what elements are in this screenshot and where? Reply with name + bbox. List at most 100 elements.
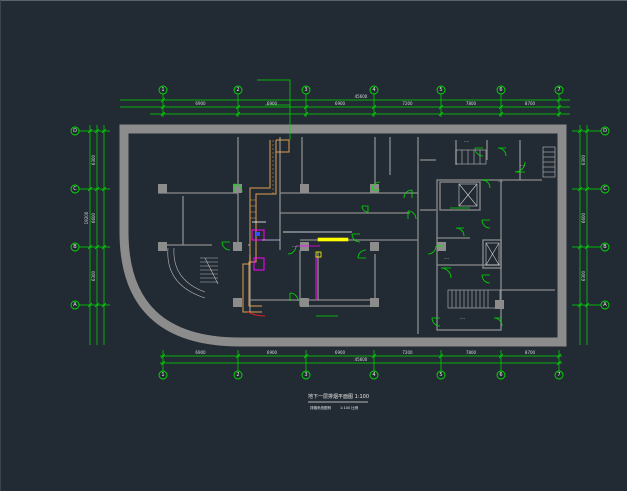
axis-bottom-4-label: 4 [372,372,375,378]
axis-left-A-circle [70,300,80,310]
stair-icon [167,146,556,309]
dim-tick [160,353,166,359]
dim-tick [577,186,583,192]
dim-tick [556,360,562,366]
dim-tick [101,244,107,250]
structural-columns [158,184,504,309]
dim-tick [101,302,107,308]
dim-tick [556,353,562,359]
axis-left-B-label: B [73,244,77,250]
dim-overall-left: 19200 [84,211,89,224]
dim-top-seg: 8700 [525,101,536,106]
dim-top-seg: 6900 [195,101,206,106]
axis-top-6-circle [496,85,506,95]
drawing-title: 地下一层排烟平面图 1:100 [308,393,369,400]
dim-tick [235,104,241,110]
axis-bottom-3-label: 3 [304,372,307,378]
axis-top-3-label: 3 [304,87,307,93]
axis-top-1-label: 1 [161,87,164,93]
axis-right-D-circle [600,126,610,136]
svg-text:····: ···· [520,163,525,168]
dim-top-seg: 7800 [466,101,477,106]
dim-tick [556,97,562,103]
dim-bottom-seg: 7800 [466,350,477,355]
dim-tick [438,111,444,117]
dim-tick [87,128,93,134]
dim-left-seg: 6600 [91,212,96,223]
axis-left-A-label: A [73,302,77,308]
axis-top-4-label: 4 [372,87,375,93]
dim-tick [160,104,166,110]
exterior-wall [119,124,567,347]
dim-tick [584,302,590,308]
axis-bottom-1-circle [158,370,168,380]
interior-walls [158,137,555,334]
dim-tick [87,244,93,250]
axis-left-C-circle [70,184,80,194]
axis-bottom-1-label: 1 [161,372,164,378]
axis-top-2-label: 2 [236,87,239,93]
dim-tick [584,244,590,250]
axis-bottom-7-circle [554,370,564,380]
svg-text:····: ···· [498,179,503,184]
dim-top-seg: 6900 [267,101,278,106]
dim-tick [101,186,107,192]
dim-tick [498,353,504,359]
dim-tick [438,353,444,359]
room-labels: ···· ···· ···· ···· ···· ···· [292,139,525,321]
dim-overall-top: 45600 [355,94,368,99]
dim-tick [498,111,504,117]
dim-right-seg: 6600 [581,212,586,223]
axis-bottom-6-label: 6 [499,372,502,378]
dim-tick [371,111,377,117]
axis-top-4-circle [369,85,379,95]
axis-top-7-circle [554,85,564,95]
axis-right-B-label: B [603,244,607,250]
axis-top-6-label: 6 [499,87,502,93]
dim-tick [94,128,100,134]
dim-left-seg: 6300 [91,270,96,281]
elevator-icon [458,183,500,266]
axis-bottom-5-circle [436,370,446,380]
dim-tick [94,244,100,250]
dim-bottom-seg: 6900 [267,350,278,355]
dimension-texts: 45600 6900 6900 6900 7200 7800 8700 6900 6900 690… [84,94,586,362]
dim-tick [577,128,583,134]
dim-tick [438,104,444,110]
dim-tick [160,360,166,366]
svg-text:····: ···· [292,244,297,249]
dim-tick [556,104,562,110]
dim-tick [101,128,107,134]
dim-tick [371,353,377,359]
dim-bottom-seg: 6900 [195,350,206,355]
axis-right-A-label: A [603,302,607,308]
dim-bottom-seg: 6900 [335,350,346,355]
drawing-subtitle-right: 1:100 比例 [340,405,359,410]
dim-tick [303,111,309,117]
exhaust-duct [242,139,352,317]
drawing-caption: 地下一层排烟平面图 1:100 排烟系统图例 1:100 比例 [308,393,369,410]
axis-right-B-circle [600,242,610,252]
dim-tick [87,302,93,308]
axis-top-5-label: 5 [439,87,442,93]
dim-top-seg: 7200 [402,101,413,106]
dim-tick [577,302,583,308]
svg-text:····: ···· [460,316,465,321]
dim-top-seg: 6900 [335,101,346,106]
axis-left-D-label: D [73,128,77,134]
dim-tick [87,186,93,192]
dim-tick [303,104,309,110]
dim-tick [235,111,241,117]
axis-bottom-2-circle [233,370,243,380]
dim-overall-bottom: 45600 [355,357,368,362]
dim-tick [303,353,309,359]
axis-left-D-circle [70,126,80,136]
axis-right-D-label: D [603,128,607,134]
axis-bottom-2-label: 2 [236,372,239,378]
dim-tick [94,302,100,308]
axis-right-C-label: C [603,186,607,192]
dim-tick [498,104,504,110]
dim-tick [556,111,562,117]
dim-tick [235,353,241,359]
